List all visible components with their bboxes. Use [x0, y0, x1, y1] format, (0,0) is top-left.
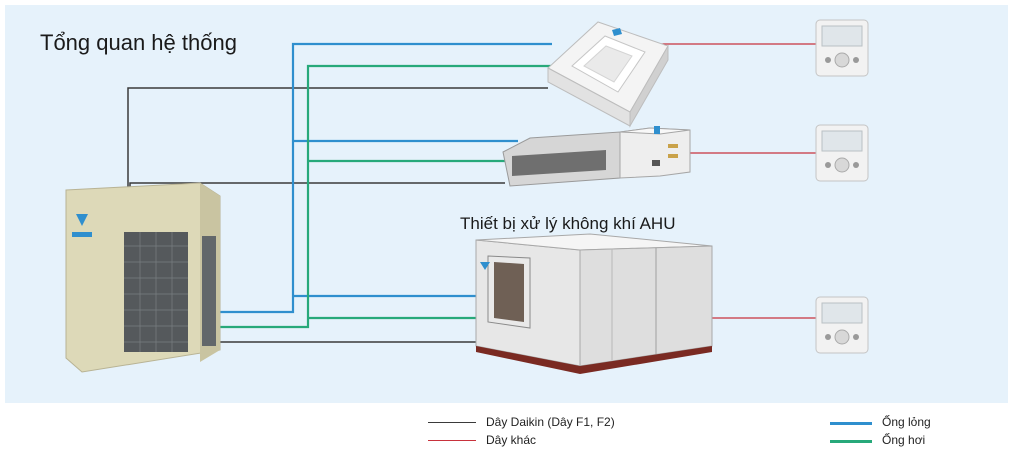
remote-controller-icon	[815, 19, 869, 77]
legend-other-wire-label: Dây khác	[486, 433, 537, 447]
page-title: Tổng quan hệ thống	[40, 30, 237, 55]
other-wires	[640, 43, 816, 319]
legend-liquid-pipe-label: Ống lỏng	[882, 415, 931, 429]
remote-controller-icon	[815, 296, 869, 354]
legend-daikin-wire-swatch	[428, 422, 476, 423]
ducted-unit-icon	[502, 126, 691, 187]
liquid-pipes	[220, 42, 552, 314]
legend-daikin-wire-label: Dây Daikin (Dây F1, F2)	[486, 415, 615, 429]
legend-other-wire-swatch	[428, 440, 476, 441]
legend-gas-pipe-label: Ống hơi	[882, 433, 926, 447]
legend-gas-pipe-swatch	[830, 440, 872, 443]
cassette-unit-icon	[547, 21, 669, 128]
legend-liquid-pipe-swatch	[830, 422, 872, 425]
gas-pipes	[220, 64, 552, 329]
ahu-label: Thiết bị xử lý không khí AHU	[460, 214, 676, 233]
remote-controller-icon	[815, 124, 869, 182]
ahu-unit-icon	[475, 233, 713, 374]
outdoor-unit-icon	[65, 182, 221, 373]
